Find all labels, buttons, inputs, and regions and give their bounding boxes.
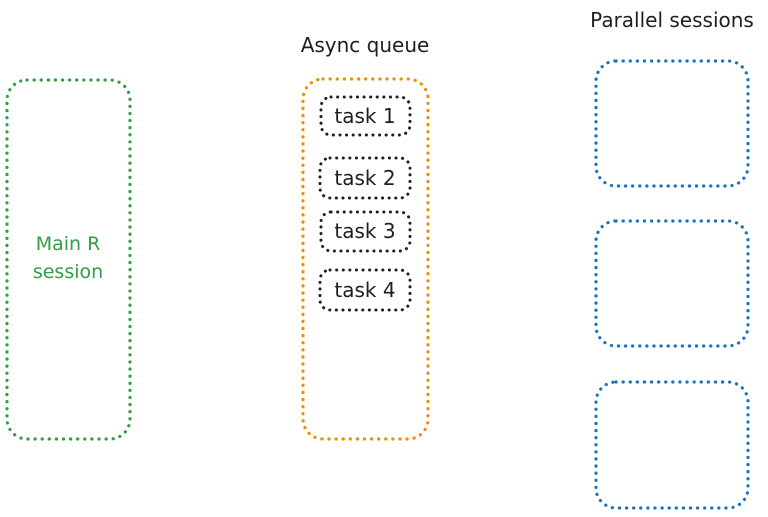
queue-task: task 2 xyxy=(318,156,412,200)
task-label: task 4 xyxy=(334,278,395,302)
async-queue-title: Async queue xyxy=(301,33,430,57)
task-box xyxy=(318,268,412,312)
main-session-group: Main R session xyxy=(5,78,132,441)
async-queue-box xyxy=(301,77,430,441)
main-session-box xyxy=(5,78,132,441)
main-session-label-line2: session xyxy=(33,261,103,283)
main-session-label-line1: Main R xyxy=(36,233,101,255)
task-label: task 3 xyxy=(334,219,395,243)
parallel-sessions-group: Parallel sessions xyxy=(590,8,754,510)
queue-task: task 4 xyxy=(318,268,412,312)
task-label: task 1 xyxy=(334,104,395,128)
task-box xyxy=(318,156,412,200)
parallel-session-box xyxy=(594,380,750,510)
task-box xyxy=(319,95,412,137)
async-queue-group: Async queue task 1 task 2 task 3 task 4 xyxy=(301,33,430,441)
task-box xyxy=(319,210,412,253)
queue-task: task 1 xyxy=(319,95,412,137)
task-label: task 2 xyxy=(334,166,395,190)
parallel-session-box xyxy=(594,59,750,188)
queue-task: task 3 xyxy=(319,210,412,253)
parallel-sessions-title: Parallel sessions xyxy=(590,8,754,32)
parallel-session-box xyxy=(594,219,750,348)
